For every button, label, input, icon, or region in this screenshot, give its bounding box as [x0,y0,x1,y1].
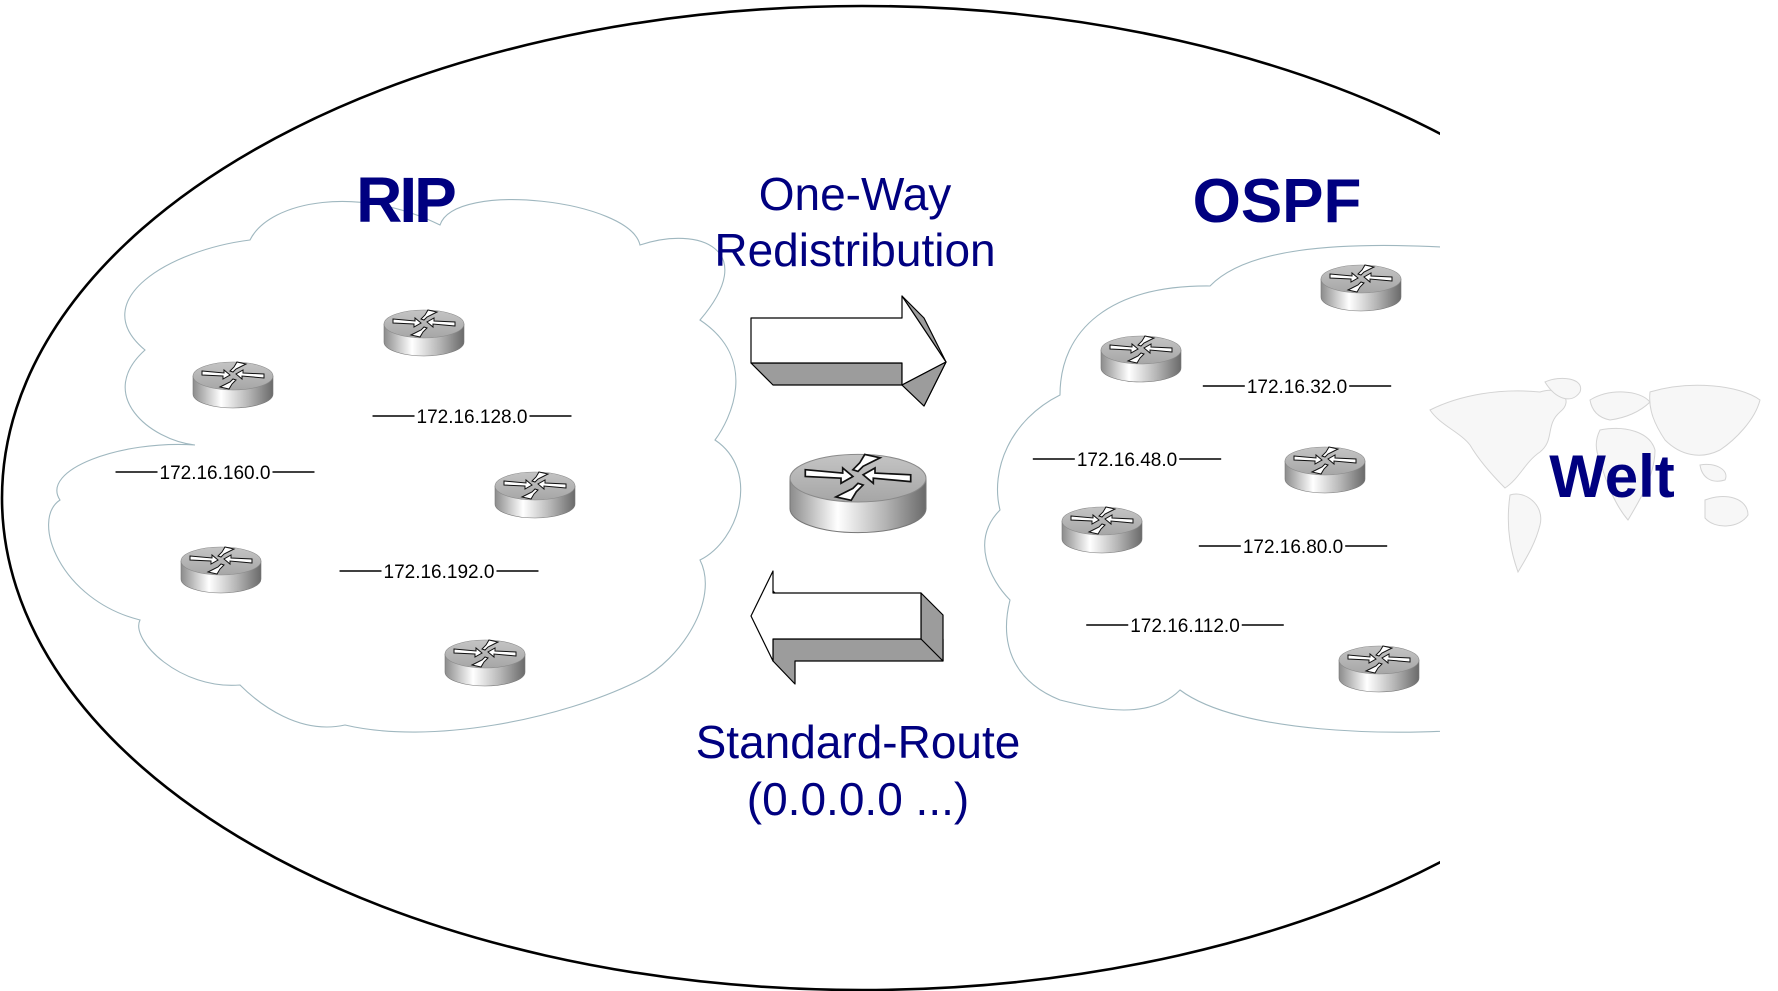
network-address-label: 172.16.192.0 [384,562,495,583]
rip-cloud [48,199,742,733]
border-router-icon [789,453,927,534]
ospf-cloud [984,244,1440,733]
rip-network: 172.16.160.0 [115,463,315,484]
ospf-title: OSPF [1193,167,1362,236]
network-address-label: 172.16.80.0 [1243,537,1343,558]
network-address-label: 172.16.112.0 [1130,616,1240,637]
router-icon [1338,645,1420,693]
router-icon [1284,446,1366,494]
ospf-networks: 172.16.32.0 172.16.48.0 172.16.80.0 172.16.… [1032,377,1392,637]
redistribution-arrow-right-icon [750,295,947,407]
rip-network: 172.16.128.0 [372,407,572,428]
network-boundary-ellipse [0,4,1440,991]
redistribution-label-line2: Redistribution [714,224,995,276]
default-route-label-line2: (0.0.0.0 ...) [747,773,969,825]
network-address-label: 172.16.128.0 [417,407,528,428]
default-route-arrow-left-icon [750,570,944,685]
router-icon [192,361,274,409]
redistribution-label-line1: One-Way [759,168,952,220]
router-icon [180,546,262,594]
router-icon [1061,506,1143,554]
network-address-label: 172.16.160.0 [160,463,271,484]
router-icon [383,309,465,357]
network-address-label: 172.16.48.0 [1077,450,1177,471]
ospf-network: 172.16.48.0 [1032,450,1222,471]
ospf-network: 172.16.80.0 [1198,537,1388,558]
network-address-label: 172.16.32.0 [1247,377,1347,398]
rip-networks: 172.16.128.0 172.16.160.0 172.16.192.0 [115,407,572,583]
world-title: Welt [1549,443,1675,510]
ospf-network: 172.16.32.0 [1202,377,1392,398]
ospf-network: 172.16.112.0 [1086,616,1284,637]
border-router [789,453,927,534]
rip-network: 172.16.192.0 [339,562,539,583]
router-icon [1100,335,1182,383]
router-icon [1320,264,1402,312]
rip-title: RIP [356,164,455,236]
world-map-icon [1429,377,1761,574]
router-icon [444,639,526,687]
router-icon [494,471,576,519]
default-route-label-line1: Standard-Route [696,716,1021,768]
